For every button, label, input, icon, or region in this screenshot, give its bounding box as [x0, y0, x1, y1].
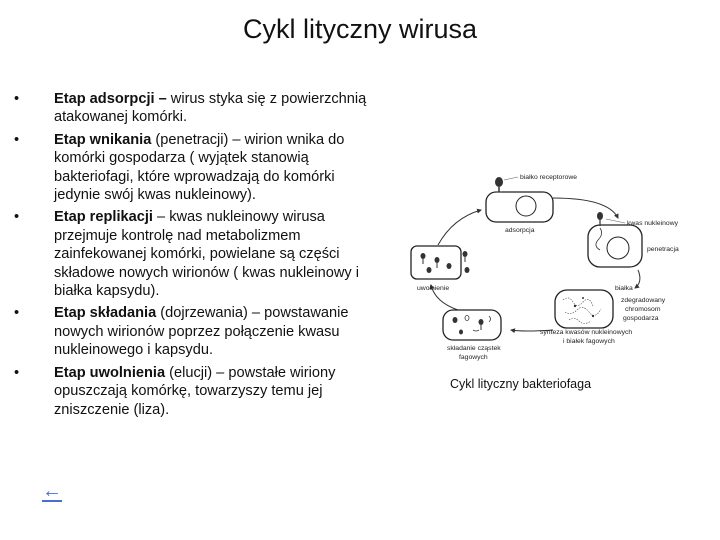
label-degraded-3: gospodarza [623, 315, 659, 322]
bullet-text: wirus styka się z powierzchnią atakowane… [54, 91, 367, 126]
label-synthesis-2: i białek fagowych [563, 338, 615, 345]
bullet-marker: • [14, 91, 20, 107]
label-receptor: białko receptorowe [520, 174, 577, 181]
bullet-list: • Etap adsorpcji – wirus styka się z powi… [14, 90, 384, 423]
assembly-cell: składanie cząstek fagowych [442, 309, 502, 361]
phage-icon [495, 177, 503, 193]
label-adsorption: adsorpcja [505, 227, 535, 234]
bullet-text: (dojrzewania) – powstawanie nowych wirio… [54, 305, 349, 359]
bullet-text: (penetracji) – wirion wnika do komórki g… [54, 131, 345, 204]
bullet-term: Etap wnikania [54, 131, 152, 148]
bullet-term: Etap składania [54, 305, 157, 322]
cycle-arrows [429, 197, 641, 334]
bullet-term: Etap uwolnienia [54, 364, 166, 381]
bullet-text: – kwas nukleinowy wirusa przejmuje kontr… [54, 209, 359, 300]
label-degraded-1: zdegradowany [621, 297, 666, 304]
bullet-marker: • [14, 364, 20, 381]
bullet-item: • Etap wnikania (penetracji) – wirion wni… [14, 131, 384, 205]
adsorption-cell: białko receptorowe adsorpcja [485, 174, 577, 234]
label-proteins: białka [615, 285, 633, 292]
label-release: uwolnienie [417, 285, 449, 292]
bullet-marker: • [14, 305, 20, 322]
bullet-item: • Etap replikacji – kwas nukleinowy wirus… [14, 208, 384, 300]
label-synthesis-1: synteza kwasów nukleinowych [540, 329, 632, 336]
label-nucleic-acid: kwas nukleinowy [627, 220, 679, 227]
bullet-marker: • [14, 209, 20, 226]
label-penetration: penetracja [647, 246, 679, 253]
phage-icon [597, 212, 603, 226]
back-arrow-icon[interactable]: ← [42, 480, 62, 502]
bullet-text: (elucji) – powstałe wiriony opuszczają k… [54, 364, 336, 418]
label-assembly-1: składanie cząstek [447, 345, 501, 352]
diagram-caption: Cykl lityczny bakteriofaga [450, 377, 592, 391]
bullet-item: • Etap adsorpcji – wirus styka się z powi… [14, 90, 384, 127]
bullet-term: Etap replikacji [54, 209, 153, 226]
replication-cell: białka zdegradowany chromosom gospodarza… [540, 285, 666, 345]
label-assembly-2: fagowych [459, 354, 488, 361]
release-cell: uwolnienie [410, 245, 470, 292]
lytic-cycle-diagram: białko receptorowe adsorpcja kwas nuklei… [410, 174, 679, 361]
bullet-term: Etap adsorpcji – [54, 91, 167, 107]
bullet-item: • Etap składania (dojrzewania) – powstawa… [14, 304, 384, 359]
penetration-cell: kwas nukleinowy penetracja [587, 212, 679, 268]
label-degraded-2: chromosom [625, 306, 661, 313]
page-title: Cykl lityczny wirusa [242, 14, 478, 44]
bullet-marker: • [14, 131, 20, 148]
bullet-item: • Etap uwolnienia (elucji) – powstałe wir… [14, 364, 384, 419]
